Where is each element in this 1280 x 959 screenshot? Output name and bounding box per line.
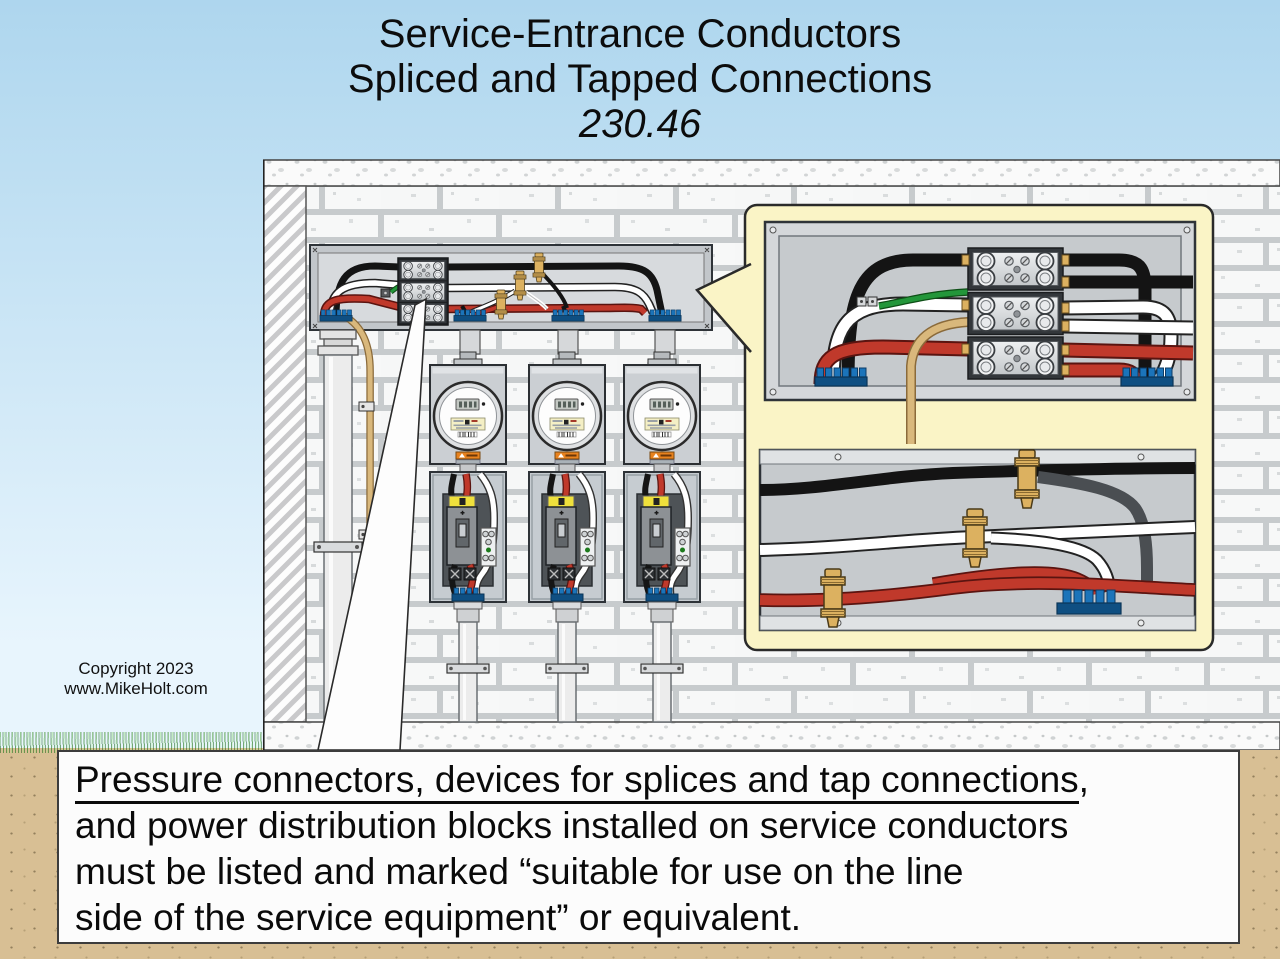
slide-title: Service-Entrance Conductors Spliced and … [0, 12, 1280, 147]
black-line-conductor [759, 462, 1196, 496]
power-distribution-block-detail [961, 247, 1070, 380]
disconnect-switch [624, 472, 700, 602]
conduit-bushing [319, 309, 353, 322]
wall-illustration [263, 159, 1280, 750]
concrete-footer [263, 721, 1280, 750]
conduit-bushing [551, 309, 585, 322]
title-line-1: Service-Entrance Conductors [378, 12, 902, 56]
conduit-strap [313, 541, 363, 553]
callout-pointer [697, 264, 751, 352]
callout-box [694, 203, 1215, 652]
gec-clamp [358, 401, 375, 412]
tap-conductor-gray [1037, 471, 1153, 592]
detail-bottom-panel [758, 448, 1197, 632]
gec-detail [907, 318, 969, 444]
grass [0, 732, 266, 753]
disconnect-switch [529, 472, 605, 602]
conduit-bushing-detail [1056, 589, 1122, 615]
caption-line-3: must be listed and marked “suitable for … [75, 851, 964, 892]
meter-stacks [428, 329, 702, 723]
conduit-bushing [453, 309, 487, 322]
conduit-bushing-detail [1120, 367, 1174, 387]
code-section-number: 230.46 [578, 102, 702, 146]
electric-meter [428, 350, 508, 476]
disconnect-switch [430, 472, 506, 602]
black-service-conductor [332, 262, 401, 317]
white-neutral-conductor [327, 280, 401, 317]
caption-line-4: side of the service equipment” or equiva… [75, 897, 802, 938]
pointer-wedge [317, 297, 427, 750]
conduit-bushing [648, 309, 682, 322]
copyright-url: www.MikeHolt.com [64, 679, 208, 698]
title-line-2: Spliced and Tapped Connections [347, 57, 933, 101]
detail-top-panel [763, 220, 1197, 444]
copyright-line: Copyright 2023 [78, 659, 194, 678]
electric-meter [622, 350, 702, 476]
electric-meter [527, 350, 607, 476]
conduit-bushing-detail [814, 367, 868, 387]
green-bonding-detail [878, 289, 969, 309]
wireway [309, 244, 713, 750]
concrete-lintel [263, 159, 1280, 187]
caption-line1-tail: , [1078, 759, 1089, 800]
copyright-notice: Copyright 2023 www.MikeHolt.com [36, 659, 236, 699]
code-text-box: Pressure connectors, devices for splices… [57, 750, 1240, 944]
caption-underlined-text: Pressure connectors, devices for splices… [75, 759, 1079, 804]
corner-hatch [263, 185, 307, 723]
caption-line-2: and power distribution blocks installed … [75, 805, 1069, 846]
